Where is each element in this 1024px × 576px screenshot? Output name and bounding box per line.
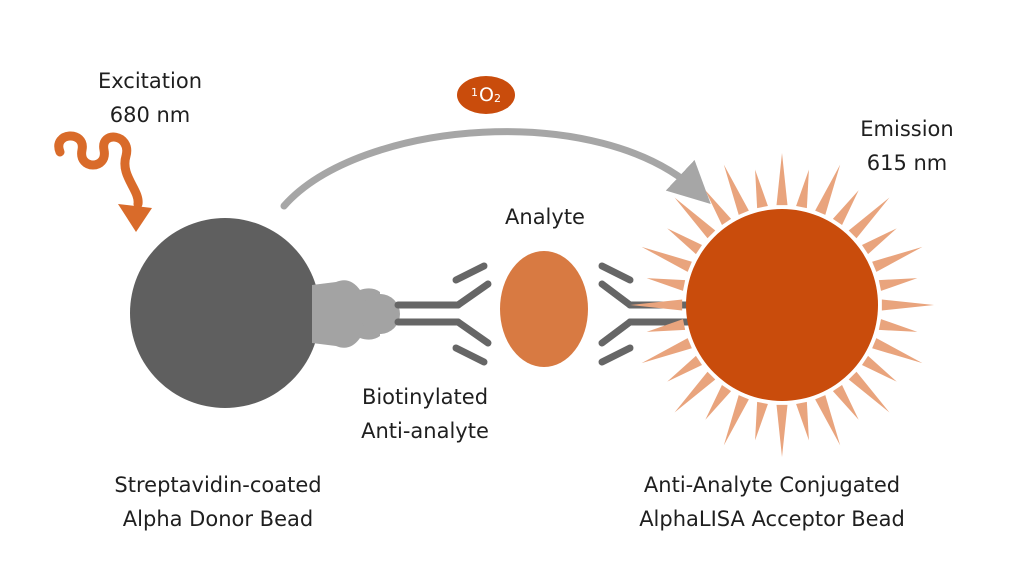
emission-ray [641, 338, 692, 364]
excitation-wave-arrow [54, 131, 152, 232]
emission-ray [641, 246, 692, 272]
emission-label: Emission 615 nm [860, 112, 953, 180]
emission-ray [674, 371, 716, 413]
emission-ray [872, 338, 923, 364]
emission-ray [796, 169, 809, 209]
emission-ray [667, 355, 703, 382]
emission-ray [878, 278, 918, 291]
singlet-oxygen-transfer-arrow [280, 128, 711, 210]
donor-bead [130, 218, 320, 408]
analyte-label: Analyte [505, 205, 585, 229]
emission-ray [674, 197, 716, 239]
emission-ray [646, 278, 686, 291]
streptavidin-biotin-connector [312, 280, 400, 348]
excitation-label-line1: Excitation [97, 69, 203, 93]
excitation-label-line2: 680 nm [109, 103, 191, 127]
emission-label-line2: 615 nm [866, 151, 948, 175]
acceptor-bead [686, 209, 878, 401]
emission-ray [776, 404, 788, 457]
excitation-label: Excitation 680 nm [98, 64, 202, 132]
donor-bead-label: Streptavidin-coated Alpha Donor Bead [114, 468, 321, 536]
emission-ray [723, 164, 749, 215]
emission-ray [755, 169, 768, 209]
emission-ray [881, 299, 934, 311]
donor-bead-label-line2: Alpha Donor Bead [122, 507, 314, 531]
emission-ray [815, 395, 841, 446]
emission-ray [872, 246, 923, 272]
acceptor-bead-label: Anti-Analyte Conjugated AlphaLISA Accept… [639, 468, 905, 536]
emission-ray [796, 401, 809, 441]
emission-label-line1: Emission [860, 117, 954, 141]
acceptor-bead-label-line2: AlphaLISA Acceptor Bead [639, 507, 905, 531]
emission-ray [878, 319, 918, 332]
emission-ray [630, 299, 683, 311]
emission-rays [630, 153, 934, 457]
emission-ray [848, 197, 890, 239]
emission-ray [705, 384, 732, 420]
emission-ray [832, 384, 859, 420]
biotinylated-antibody [394, 262, 492, 366]
emission-ray [848, 371, 890, 413]
emission-ray [776, 153, 788, 206]
acceptor-bead-label-line1: Anti-Analyte Conjugated [643, 473, 901, 497]
emission-ray [815, 164, 841, 215]
emission-ray [832, 190, 859, 226]
antibody-label-line2: Anti-analyte [361, 419, 489, 443]
singlet-oxygen-subscript: 2 [493, 91, 501, 105]
emission-ray [705, 190, 732, 226]
emission-ray [667, 228, 703, 255]
antibody-label-line1: Biotinylated [361, 385, 489, 409]
emission-ray [755, 401, 768, 441]
donor-bead-label-line1: Streptavidin-coated [114, 473, 322, 497]
emission-ray [861, 228, 897, 255]
emission-ray [861, 355, 897, 382]
emission-ray [646, 319, 686, 332]
analyte [500, 251, 588, 367]
antibody-label: Biotinylated Anti-analyte [361, 380, 489, 448]
singlet-oxygen-symbol: O [479, 84, 494, 106]
emission-ray [723, 395, 749, 446]
singlet-oxygen-superscript: 1 [471, 85, 479, 99]
